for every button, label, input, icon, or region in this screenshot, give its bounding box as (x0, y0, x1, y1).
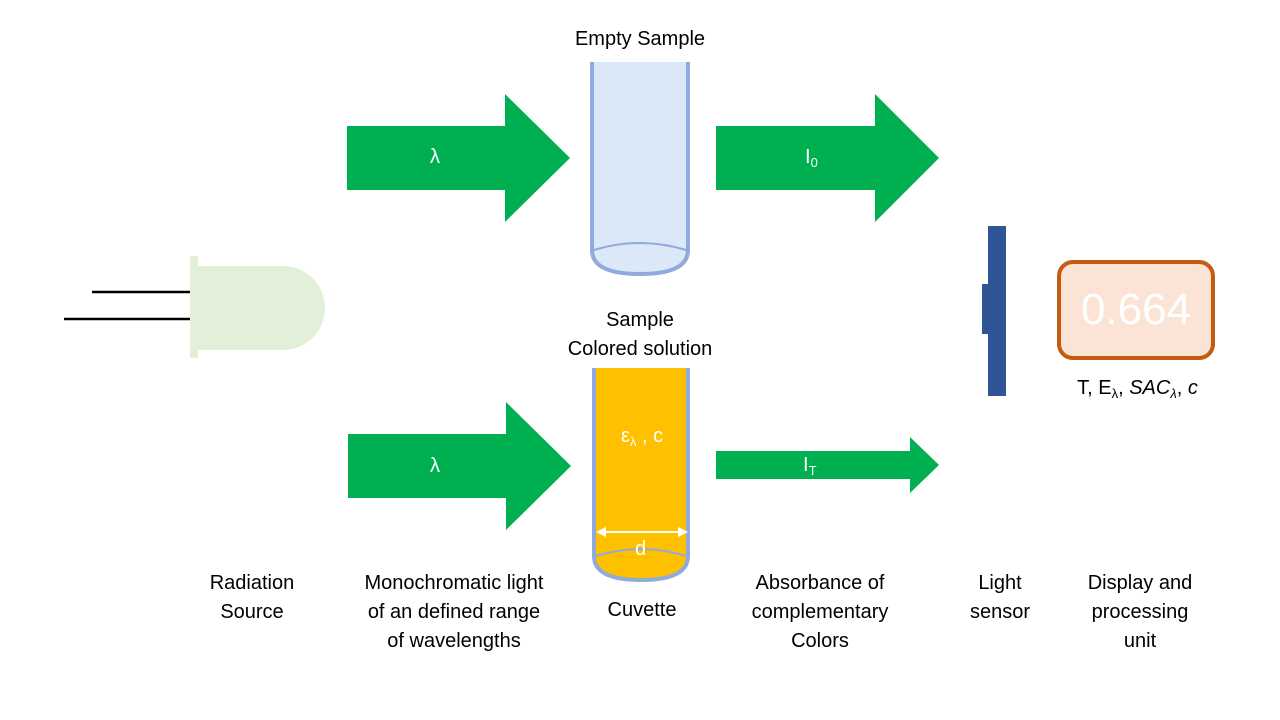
radiation-label-line1: Radiation (209, 572, 295, 594)
radiation-label-line2: Source (220, 601, 284, 623)
absorb-label-line1: Absorbance of (755, 572, 885, 594)
monochromatic-label: Monochromatic light of an defined range … (339, 569, 569, 656)
lambda-top-label: λ (430, 146, 440, 168)
cuvette-label: Cuvette (607, 599, 677, 621)
mono-label-line2: of an defined range (367, 601, 541, 623)
absorb-label-line2: complementary (751, 601, 889, 623)
mono-label-line1: Monochromatic light (364, 572, 544, 594)
sample-label-line1: Sample (606, 309, 674, 331)
arrow-i0 (716, 94, 939, 222)
sensor-label-line1: Light (978, 572, 1022, 594)
absorbance-label: Absorbance of complementary Colors (725, 569, 915, 656)
sensor-label-line2: sensor (969, 601, 1031, 623)
light-sensor-label: Light sensor (950, 569, 1050, 627)
i0-label: I0 (805, 146, 818, 170)
arrow-lambda-bottom (348, 402, 571, 530)
display-label-line2: processing (1091, 601, 1189, 623)
it-label: IT (803, 454, 817, 478)
epsilon-c-label: ελ , c (621, 425, 664, 449)
empty-sample-tube (590, 62, 690, 277)
arrow-lambda-top (347, 94, 570, 222)
absorb-label-line3: Colors (791, 630, 849, 652)
led-rim (190, 256, 198, 358)
lambda-bottom-label: λ (430, 455, 440, 477)
display-value: 0.664 (1080, 285, 1192, 334)
arrow-it (716, 437, 939, 493)
display-screen: 0.664 (1057, 260, 1215, 360)
display-label-line1: Display and (1087, 572, 1193, 594)
light-sensor-icon (982, 226, 1006, 396)
led-icon (64, 256, 325, 358)
sample-label-line2: Colored solution (567, 338, 713, 360)
display-label-line3: unit (1123, 630, 1157, 652)
led-body (197, 266, 325, 350)
sample-label: Sample Colored solution (540, 306, 740, 364)
mono-label-line3: of wavelengths (387, 630, 521, 652)
display-caption: T, Eλ, SACλ, c (1077, 377, 1198, 401)
path-length-arrow (596, 527, 688, 537)
radiation-source-label: Radiation Source (182, 569, 322, 627)
path-length-label: d (635, 538, 647, 560)
cuvette (592, 368, 690, 583)
empty-sample-label: Empty Sample (574, 28, 706, 50)
display-unit-label: Display and processing unit (1070, 569, 1210, 656)
